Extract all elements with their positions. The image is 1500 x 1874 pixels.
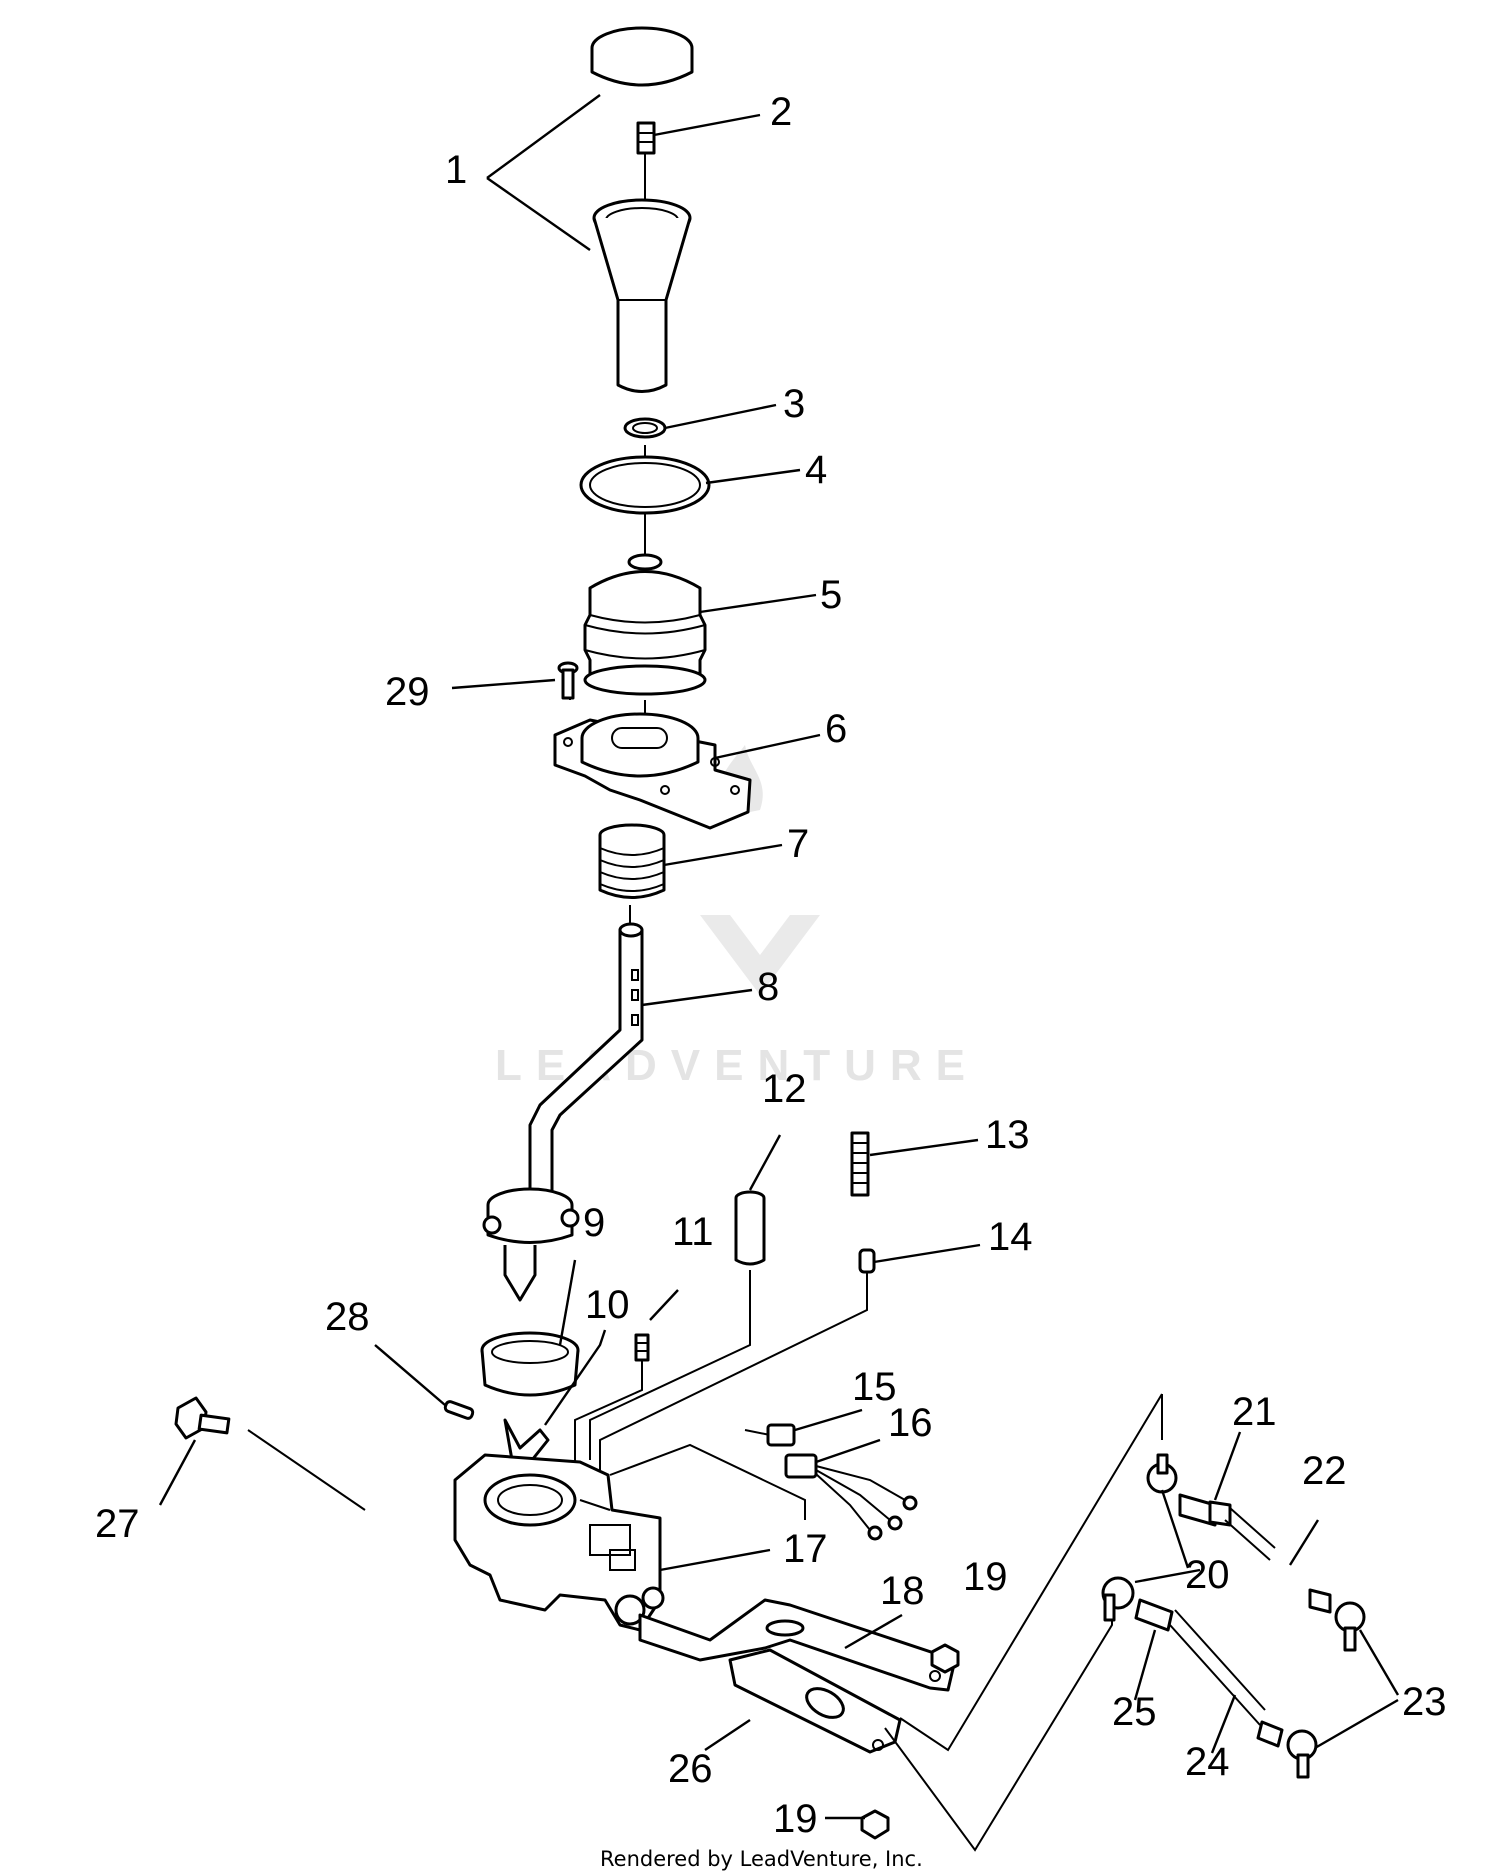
part-26-rod — [728, 1648, 902, 1754]
callout-5: 5 — [820, 573, 842, 617]
callout-6: 6 — [825, 707, 847, 751]
callout-12: 12 — [762, 1067, 807, 1111]
part-16-harness — [784, 1453, 918, 1541]
part-11-spring — [634, 1333, 650, 1362]
callout-19-upper: 19 — [963, 1555, 1008, 1599]
callout-25: 25 — [1112, 1690, 1157, 1734]
part-12-pin — [734, 1190, 766, 1266]
callout-17: 17 — [783, 1527, 828, 1571]
callout-13: 13 — [985, 1113, 1030, 1157]
part-19-nut-upper — [930, 1643, 960, 1674]
callout-28: 28 — [325, 1295, 370, 1339]
part-10-fork — [503, 1418, 550, 1462]
part-1-shift-knob — [590, 26, 694, 393]
part-23-rod-end — [1256, 1601, 1366, 1779]
part-17-housing — [453, 1453, 665, 1632]
callout-11: 11 — [672, 1210, 714, 1254]
part-18-rod — [638, 1598, 957, 1692]
footer-credit: Rendered by LeadVenture, Inc. — [600, 1847, 923, 1871]
callout-16: 16 — [888, 1401, 933, 1445]
part-4-large-ring — [579, 455, 711, 515]
callout-27: 27 — [95, 1502, 140, 1546]
callout-4: 4 — [805, 448, 827, 492]
part-2-screw — [636, 121, 656, 155]
callout-7: 7 — [787, 822, 809, 866]
callout-9: 9 — [583, 1201, 605, 1245]
callout-labels: 1 2 3 4 5 6 7 8 9 10 11 12 13 14 15 16 1… — [95, 90, 1447, 1841]
callout-21: 21 — [1232, 1390, 1277, 1434]
callout-1: 1 — [445, 148, 467, 192]
part-13-spring — [850, 1131, 870, 1197]
part-6-plate — [553, 712, 752, 830]
part-5-boot — [583, 553, 707, 696]
callout-10: 10 — [585, 1283, 630, 1327]
callout-29: 29 — [385, 670, 430, 714]
callout-14: 14 — [988, 1215, 1033, 1259]
callout-20: 20 — [1185, 1553, 1230, 1597]
callout-2: 2 — [770, 90, 792, 134]
part-7-bellows — [598, 823, 666, 899]
part-15-switch — [744, 1423, 796, 1447]
part-27-bolt — [174, 1396, 231, 1440]
callout-22: 22 — [1302, 1449, 1347, 1493]
part-21-jam-nut — [1178, 1493, 1232, 1527]
part-19-nut-lower — [860, 1809, 890, 1840]
part-29-screw — [557, 661, 579, 700]
callout-26: 26 — [668, 1747, 713, 1791]
callout-3: 3 — [783, 382, 805, 426]
part-20-rod-end-lower — [1101, 1576, 1135, 1622]
part-22-tie-rod-upper — [1224, 1507, 1332, 1614]
callout-23: 23 — [1402, 1680, 1447, 1724]
part-14-plunger — [858, 1248, 876, 1274]
housing-guide-lines — [574, 1270, 868, 1520]
callout-leader-lines — [158, 94, 1400, 1820]
part-24-tie-rod-lower — [1169, 1609, 1266, 1726]
part-25-jam-nut — [1134, 1598, 1174, 1632]
callout-15: 15 — [852, 1365, 897, 1409]
part-8-shift-lever — [482, 922, 644, 1302]
linkage-lines — [884, 1393, 1163, 1852]
callout-8: 8 — [757, 965, 779, 1009]
part-9-cup — [480, 1331, 580, 1397]
part-20-rod-end-upper — [1146, 1453, 1178, 1494]
callout-18: 18 — [880, 1569, 925, 1613]
part-28-pin — [443, 1400, 475, 1420]
callout-19-lower: 19 — [773, 1797, 818, 1841]
callout-24: 24 — [1185, 1740, 1230, 1784]
part-3-ring — [623, 417, 667, 439]
